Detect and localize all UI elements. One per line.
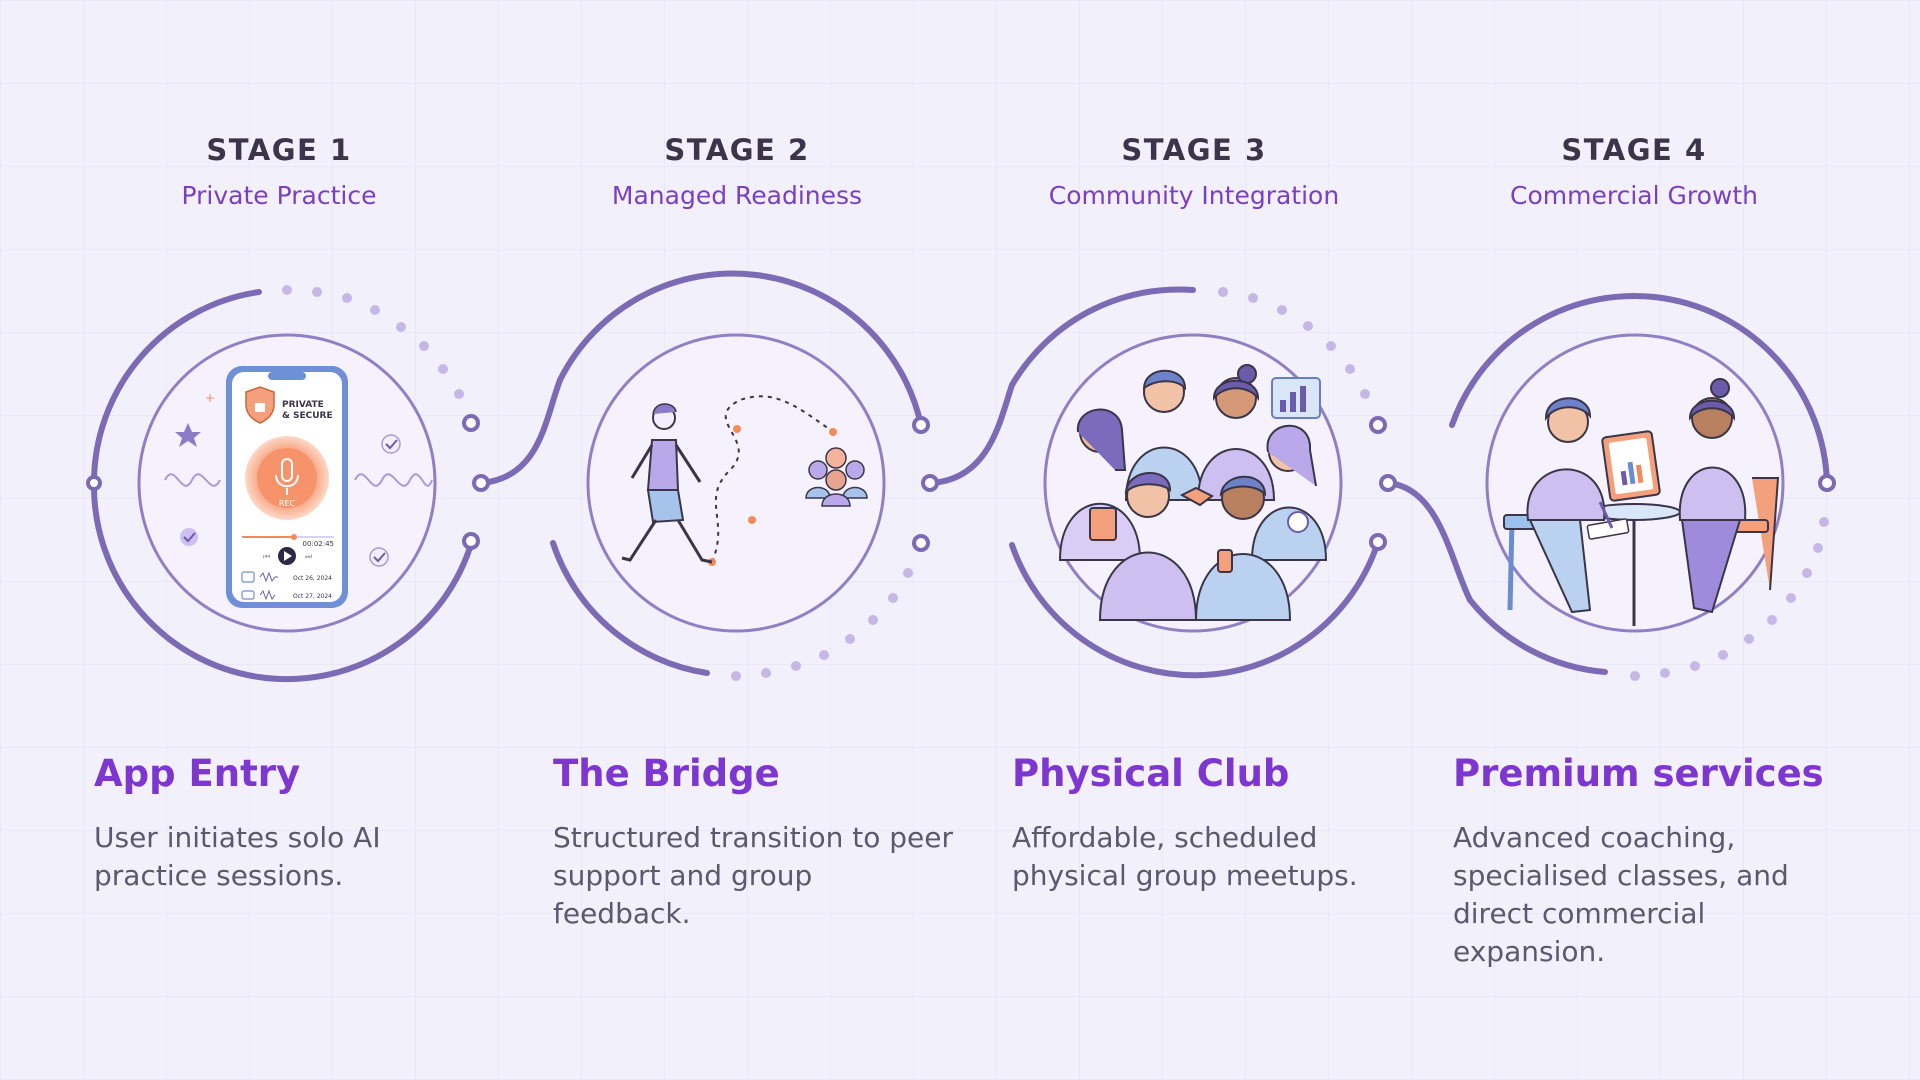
stage-3-ring-arc: [1009, 286, 1196, 388]
smartphone-recording-icon: + PRIVATE & SECURE REC 00:02:45 ⏮ ⏭ Oct …: [164, 366, 433, 608]
stage-1-subtitle: Private Practice: [181, 181, 377, 210]
stage-1-description: User initiates solo AI practice sessions…: [94, 820, 381, 892]
stage-4-header: STAGE 4 Commercial Growth: [1424, 133, 1844, 210]
svg-text:⏮: ⏮: [263, 552, 270, 561]
stage-1-header: STAGE 1 Private Practice: [69, 133, 489, 210]
stage-3-title: Physical Club: [1012, 752, 1290, 795]
stage-3-description: Affordable, scheduled physical group mee…: [1012, 820, 1358, 892]
stage-2-card: The Bridge Structured transition to peer…: [553, 752, 953, 933]
stage-1-ring-arc-lower: [90, 480, 475, 683]
stage-2-dotted-arc: [731, 568, 913, 681]
stage-2-description: Structured transition to peer support an…: [553, 820, 953, 930]
stage-1-ring-arc: [91, 289, 262, 486]
stage-1-label: STAGE 1: [206, 133, 352, 167]
stage-4-ring-arc-lower: [1467, 597, 1608, 675]
stage-2-title: The Bridge: [553, 752, 780, 795]
stage-4-subtitle: Commercial Growth: [1510, 181, 1758, 210]
node: [462, 532, 480, 550]
stage-3-subtitle: Community Integration: [1048, 181, 1340, 210]
node: [1369, 533, 1387, 551]
stage-2-ring-arc-lower: [550, 540, 710, 676]
stage-4-card: Premium services Advanced coaching, spec…: [1453, 752, 1853, 971]
stage-4-title: Premium services: [1453, 752, 1824, 795]
phone-badge-line2: & SECURE: [282, 411, 333, 421]
node: [912, 534, 930, 552]
phone-rec-label: REC: [279, 499, 296, 508]
node: [462, 414, 480, 432]
stage-2-label: STAGE 2: [664, 133, 810, 167]
node: [472, 474, 490, 492]
svg-text:⏭: ⏭: [305, 552, 312, 561]
node: [86, 475, 102, 491]
stage-3-label: STAGE 3: [1121, 133, 1267, 167]
walking-person-to-group-icon: [621, 395, 868, 566]
stage-1-card: App Entry User initiates solo AI practic…: [94, 752, 494, 895]
stage-4-description: Advanced coaching, specialised classes, …: [1453, 820, 1789, 968]
node: [912, 416, 930, 434]
stage-4-label: STAGE 4: [1561, 133, 1707, 167]
stage-2-subtitle: Managed Readiness: [611, 181, 863, 210]
stage-4-dotted-arc: [1630, 517, 1829, 681]
phone-badge-line1: PRIVATE: [282, 400, 324, 410]
phone-date-2: Oct 27, 2024: [293, 593, 332, 600]
node: [1369, 416, 1387, 434]
connector-2-3: [927, 382, 1015, 486]
node: [1818, 474, 1836, 492]
stage-3-header: STAGE 3 Community Integration: [984, 133, 1404, 210]
phone-time: 00:02:45: [303, 540, 334, 548]
svg-text:+: +: [205, 391, 215, 405]
stage-2-ring-arc: [557, 270, 924, 428]
node: [921, 474, 939, 492]
stage-1-title: App Entry: [94, 752, 301, 795]
stage-3-dotted-arc: [1218, 287, 1370, 399]
stage-4-ring-arc: [1449, 292, 1830, 486]
stage-1-dotted-arc: [282, 285, 464, 399]
connector-3-4: [1385, 480, 1473, 603]
stage-2-header: STAGE 2 Managed Readiness: [527, 133, 947, 210]
connector-1-2: [478, 377, 563, 486]
stage-3-card: Physical Club Affordable, scheduled phys…: [1012, 752, 1412, 895]
coaching-session-icon: [1503, 378, 1780, 626]
stage-3-ring-arc-lower: [1009, 539, 1381, 679]
phone-date-1: Oct 26, 2024: [293, 575, 332, 582]
community-group-icon: [1058, 364, 1328, 621]
node: [1379, 474, 1397, 492]
